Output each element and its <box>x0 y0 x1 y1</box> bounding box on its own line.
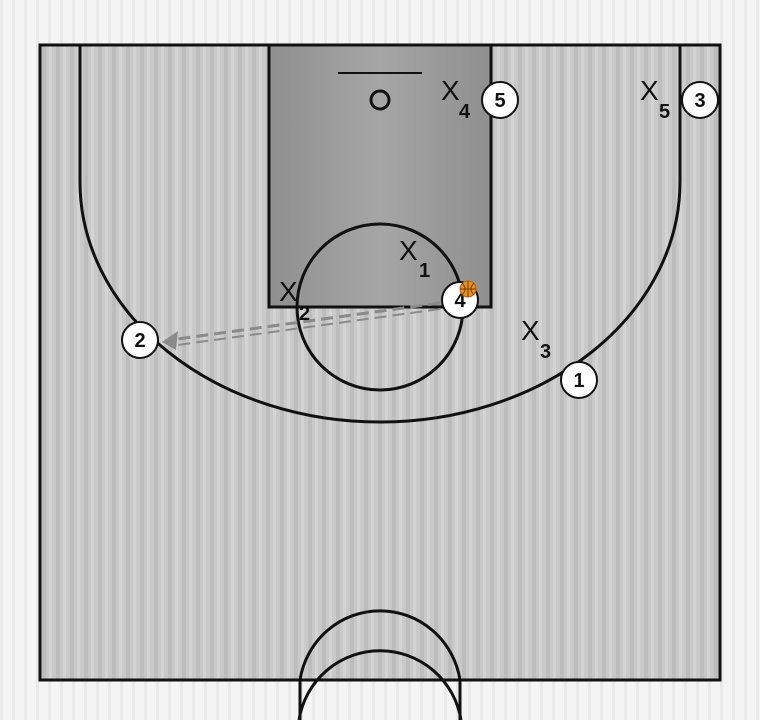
svg-text:5: 5 <box>659 101 670 123</box>
svg-text:3: 3 <box>694 90 705 112</box>
defender-x5: X 5 <box>640 75 670 123</box>
svg-text:2: 2 <box>299 303 310 325</box>
pass-arrowhead-icon <box>162 331 178 350</box>
svg-text:X: X <box>640 75 659 106</box>
svg-text:1: 1 <box>419 260 430 282</box>
pass-line <box>162 301 441 350</box>
svg-text:2: 2 <box>134 330 145 352</box>
svg-text:4: 4 <box>459 101 471 123</box>
svg-text:X: X <box>521 315 540 346</box>
basketball-icon <box>459 280 477 298</box>
center-circle-arc <box>298 609 462 681</box>
center-circle-lower <box>298 680 462 720</box>
defender-x1: X 1 <box>399 235 430 282</box>
offense-player-2: 2 <box>121 321 159 359</box>
svg-text:X: X <box>399 235 418 266</box>
svg-text:1: 1 <box>573 370 584 392</box>
three-point-line <box>78 45 682 424</box>
offense-player-3: 3 <box>681 81 719 119</box>
defender-x3: X 3 <box>521 315 551 363</box>
svg-text:5: 5 <box>494 90 505 112</box>
hoop-icon <box>369 89 391 111</box>
defender-x4: X 4 <box>441 75 471 123</box>
svg-text:X: X <box>441 75 460 106</box>
defender-x2: X 2 <box>279 276 310 325</box>
svg-text:3: 3 <box>540 341 551 363</box>
paint-area <box>267 43 493 309</box>
svg-text:X: X <box>279 276 298 307</box>
offense-player-5: 5 <box>481 81 519 119</box>
offense-player-1: 1 <box>560 361 598 399</box>
center-circle <box>297 649 463 720</box>
